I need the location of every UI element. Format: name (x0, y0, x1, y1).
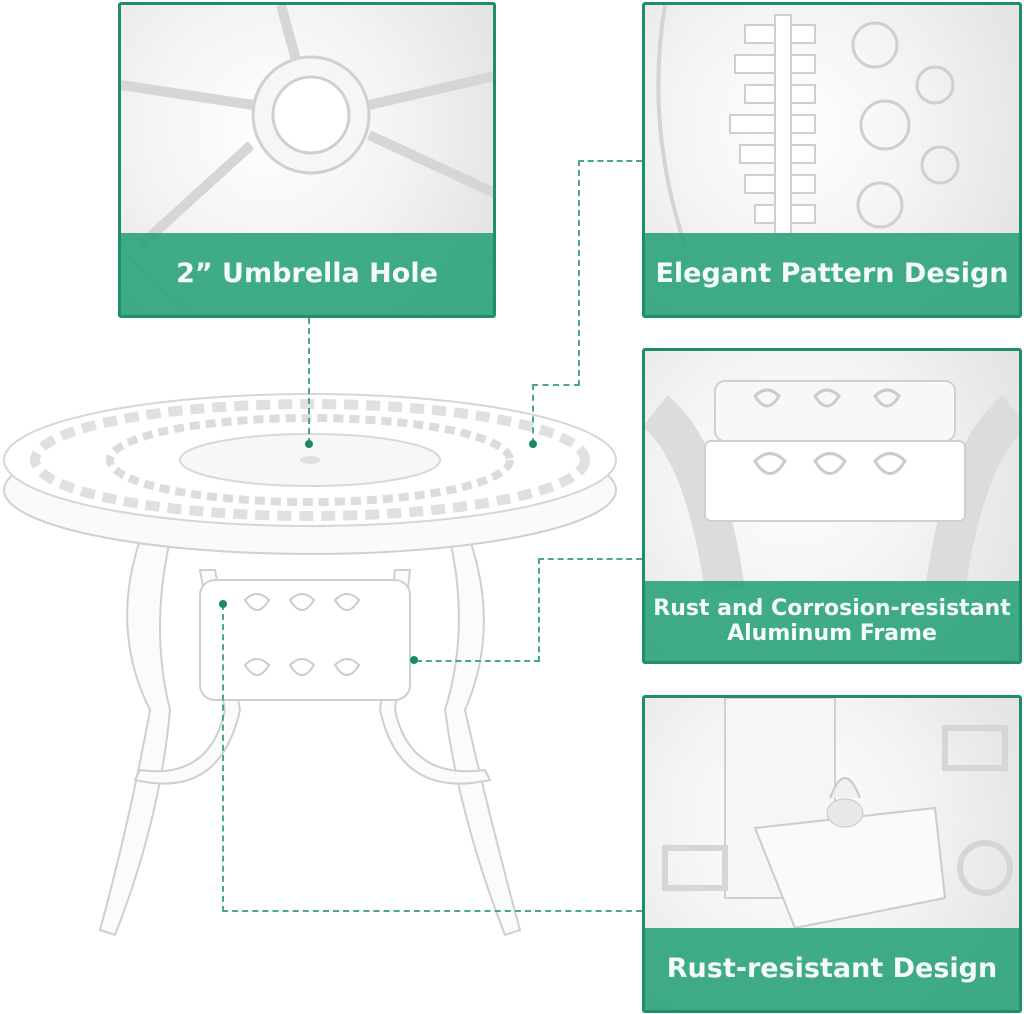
leg-joint-image (662, 698, 1013, 930)
connector-pattern-dot (529, 440, 537, 448)
connector-frame-line-h2 (416, 660, 540, 662)
frame-label: Rust and Corrosion-resistant Aluminum Fr… (645, 581, 1019, 661)
connector-rust-dot (219, 600, 227, 608)
connector-frame-line-h1 (538, 558, 642, 560)
umbrella-hole-label: 2” Umbrella Hole (121, 233, 493, 315)
umbrella-hole-panel: 2” Umbrella Hole (118, 2, 496, 318)
pattern-label: Elegant Pattern Design (645, 233, 1019, 315)
rust-panel: Rust-resistant Design (642, 695, 1022, 1013)
rust-label: Rust-resistant Design (645, 928, 1019, 1010)
connector-pattern-line-h2 (532, 384, 580, 386)
pattern-panel: Elegant Pattern Design (642, 2, 1022, 318)
connector-pattern-line-v1 (578, 160, 580, 386)
frame-label-line1: Rust and Corrosion-resistant (653, 595, 1011, 621)
connector-frame-line-v (538, 558, 540, 662)
frame-ring-image (645, 380, 1019, 594)
connector-rust-line-v (222, 604, 224, 912)
frame-panel: Rust and Corrosion-resistant Aluminum Fr… (642, 348, 1022, 664)
patio-table-image (3, 393, 617, 937)
connector-frame-dot (410, 656, 418, 664)
connector-pattern-line-v2 (532, 384, 534, 444)
connector-umbrella-dot (305, 440, 313, 448)
frame-label-line2: Aluminum Frame (727, 621, 937, 646)
lattice-pattern-image (656, 5, 960, 246)
connector-umbrella-line (308, 318, 310, 444)
connector-rust-line-h (222, 910, 642, 912)
connector-pattern-line-h1 (578, 160, 642, 162)
table-top-closeup-image (121, 5, 493, 315)
